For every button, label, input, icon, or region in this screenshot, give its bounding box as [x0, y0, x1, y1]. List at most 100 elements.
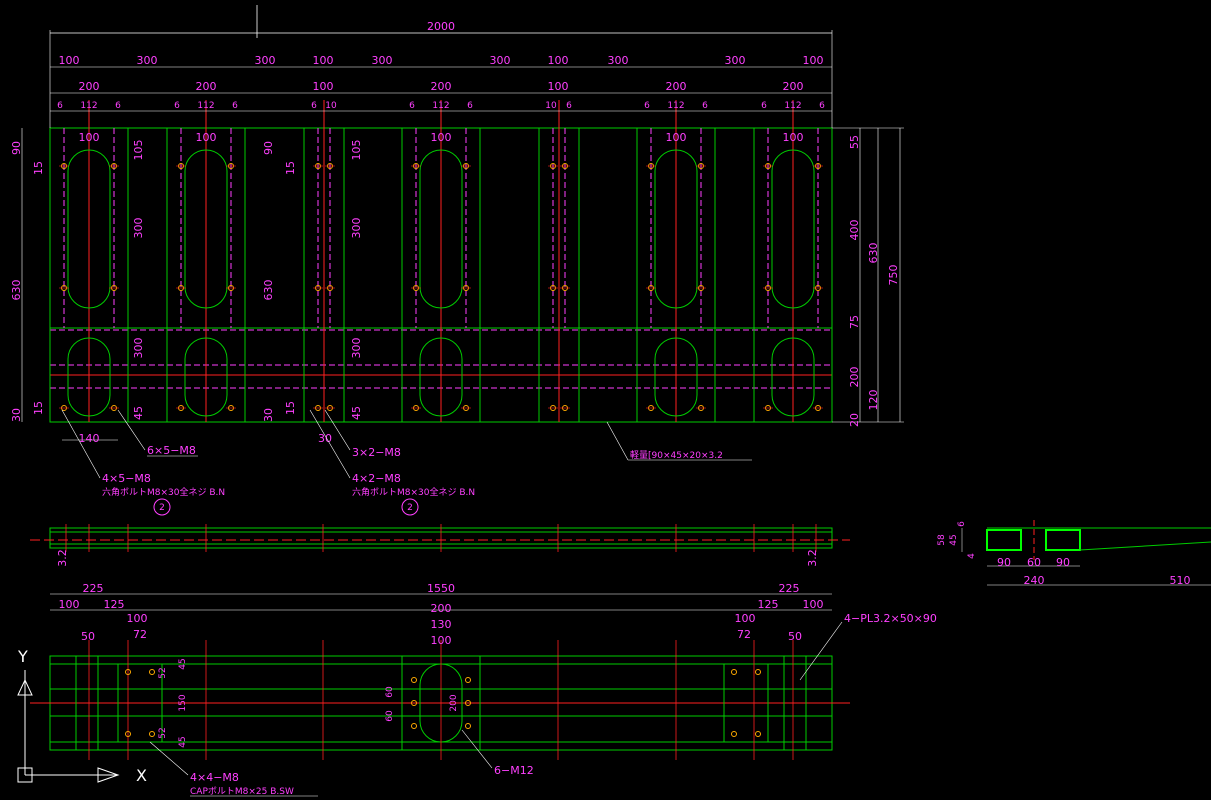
dim-125a: 125 — [104, 598, 125, 611]
top-view — [49, 100, 833, 423]
dim-125b: 125 — [758, 598, 779, 611]
dim-right-400: 400 — [848, 220, 861, 241]
dim-left-15: 15 — [32, 161, 45, 175]
top-annotations: 6×5−M8 4×5−M8 六角ボルトM8×30全ネジ B.N 2 3×2−M8… — [61, 409, 752, 516]
annotation-3x2-m8: 3×2−M8 — [352, 446, 401, 459]
slot-upper — [419, 149, 463, 309]
ucs-y-label: Y — [17, 647, 28, 666]
dim-225-right: 225 — [779, 582, 800, 595]
bolt-hole — [755, 731, 761, 737]
dim-right-200: 200 — [848, 367, 861, 388]
dim-bolt: 6 — [467, 101, 473, 111]
dim-100a: 100 — [59, 598, 80, 611]
bolt-hole — [149, 669, 155, 675]
dim-bolt: 112 — [80, 101, 97, 111]
side-dimensions-top: 90 15 630 30 15 105 300 300 45 90 15 630… — [10, 127, 904, 445]
dim-510: 510 — [1170, 574, 1191, 587]
dim-52a: 52 — [158, 667, 168, 678]
dim-b-15: 15 — [284, 161, 297, 175]
dim-width: 200 — [666, 80, 687, 93]
bolt-hole — [125, 669, 131, 675]
dim-width: 100 — [548, 80, 569, 93]
dim-bolt: 6 — [644, 101, 650, 111]
bottom-view — [30, 640, 850, 760]
slot-lower — [654, 337, 698, 417]
dim-inner-105: 105 — [132, 140, 145, 161]
dim-130: 130 — [431, 618, 452, 631]
slot-lower — [771, 337, 815, 417]
dim-spacing: 300 — [255, 54, 276, 67]
slot-upper — [771, 149, 815, 309]
dim-100d: 100 — [735, 612, 756, 625]
dim-b-300: 300 — [350, 218, 363, 239]
dim-bolt-b: 10 — [325, 101, 337, 111]
annotation-cap-bolt: CAPボルトM8×25 B.SW — [190, 786, 294, 797]
dim-60: 60 — [1027, 556, 1041, 569]
dim-240: 240 — [1024, 574, 1045, 587]
dim-spacing: 100 — [803, 54, 824, 67]
dim-slot-width: 100 — [666, 131, 687, 144]
dim-50b: 50 — [788, 630, 802, 643]
dim-width: 200 — [783, 80, 804, 93]
slot-lower — [67, 337, 111, 417]
ucs-icon: Y X — [17, 647, 147, 785]
dim-bolt: 6 — [57, 101, 63, 111]
dim-slot-width: 100 — [783, 131, 804, 144]
dim-width: 200 — [196, 80, 217, 93]
dim-spacing: 300 — [725, 54, 746, 67]
annotation-plate: 4−PL3.2×50×90 — [844, 612, 937, 625]
dim-right-630: 630 — [867, 243, 880, 264]
dim-100b: 100 — [803, 598, 824, 611]
dim-50a: 50 — [81, 630, 95, 643]
dim-bolt: 112 — [197, 101, 214, 111]
ucs-x-label: X — [136, 766, 147, 785]
dim-bolt: 6 — [761, 101, 767, 111]
bolt-hole — [411, 723, 417, 729]
dim-inner-300: 300 — [132, 218, 145, 239]
annotation-hex-bolt-2: 六角ボルトM8×30全ネジ B.N — [352, 486, 475, 498]
annotation-channel: 軽量[90×45×20×3.2 — [630, 450, 723, 461]
dim-slot-width: 100 — [196, 131, 217, 144]
dim-72a: 72 — [133, 628, 147, 641]
dim-t-right: 3.2 — [806, 549, 819, 567]
bolt-hole — [465, 700, 471, 706]
dim-left-30: 30 — [10, 408, 23, 422]
dim-100c: 100 — [127, 612, 148, 625]
annotation-4x5-m8: 4×5−M8 — [102, 472, 151, 485]
bolt-hole — [465, 677, 471, 683]
end-plate-left — [117, 663, 163, 743]
dim-bolt-c: 10 — [545, 101, 557, 111]
dim-1550: 1550 — [427, 582, 455, 595]
dim-right-75: 75 — [848, 315, 861, 329]
end-plate-right — [723, 663, 769, 743]
dim-b-15b: 15 — [284, 401, 297, 415]
dim-spacing: 100 — [548, 54, 569, 67]
dim-4: 4 — [967, 553, 977, 559]
dim-left-15b: 15 — [32, 401, 45, 415]
svg-text:2: 2 — [407, 503, 413, 513]
dim-right-20: 20 — [848, 413, 861, 427]
dim-150: 150 — [178, 694, 188, 711]
dim-72b: 72 — [737, 628, 751, 641]
section-channel-2 — [1045, 529, 1081, 551]
dim-52b: 52 — [158, 727, 168, 738]
dim-width: 200 — [431, 80, 452, 93]
annotation-4x2-m8: 4×2−M8 — [352, 472, 401, 485]
dim-bolt: 6 — [702, 101, 708, 111]
dim-left-90: 90 — [10, 141, 23, 155]
dim-b-90: 90 — [262, 141, 275, 155]
dim-right-55: 55 — [848, 135, 861, 149]
dim-bolt: 112 — [784, 101, 801, 111]
dim-6: 6 — [957, 521, 967, 527]
bolt-hole — [465, 723, 471, 729]
dim-bolt: 112 — [432, 101, 449, 111]
dim-100e: 100 — [431, 634, 452, 647]
dim-slot-width: 100 — [431, 131, 452, 144]
dim-45b: 45 — [178, 736, 188, 747]
slot-lower — [419, 337, 463, 417]
dim-bolt: 6 — [409, 101, 415, 111]
dim-spacing: 300 — [490, 54, 511, 67]
dim-140: 140 — [79, 432, 100, 445]
